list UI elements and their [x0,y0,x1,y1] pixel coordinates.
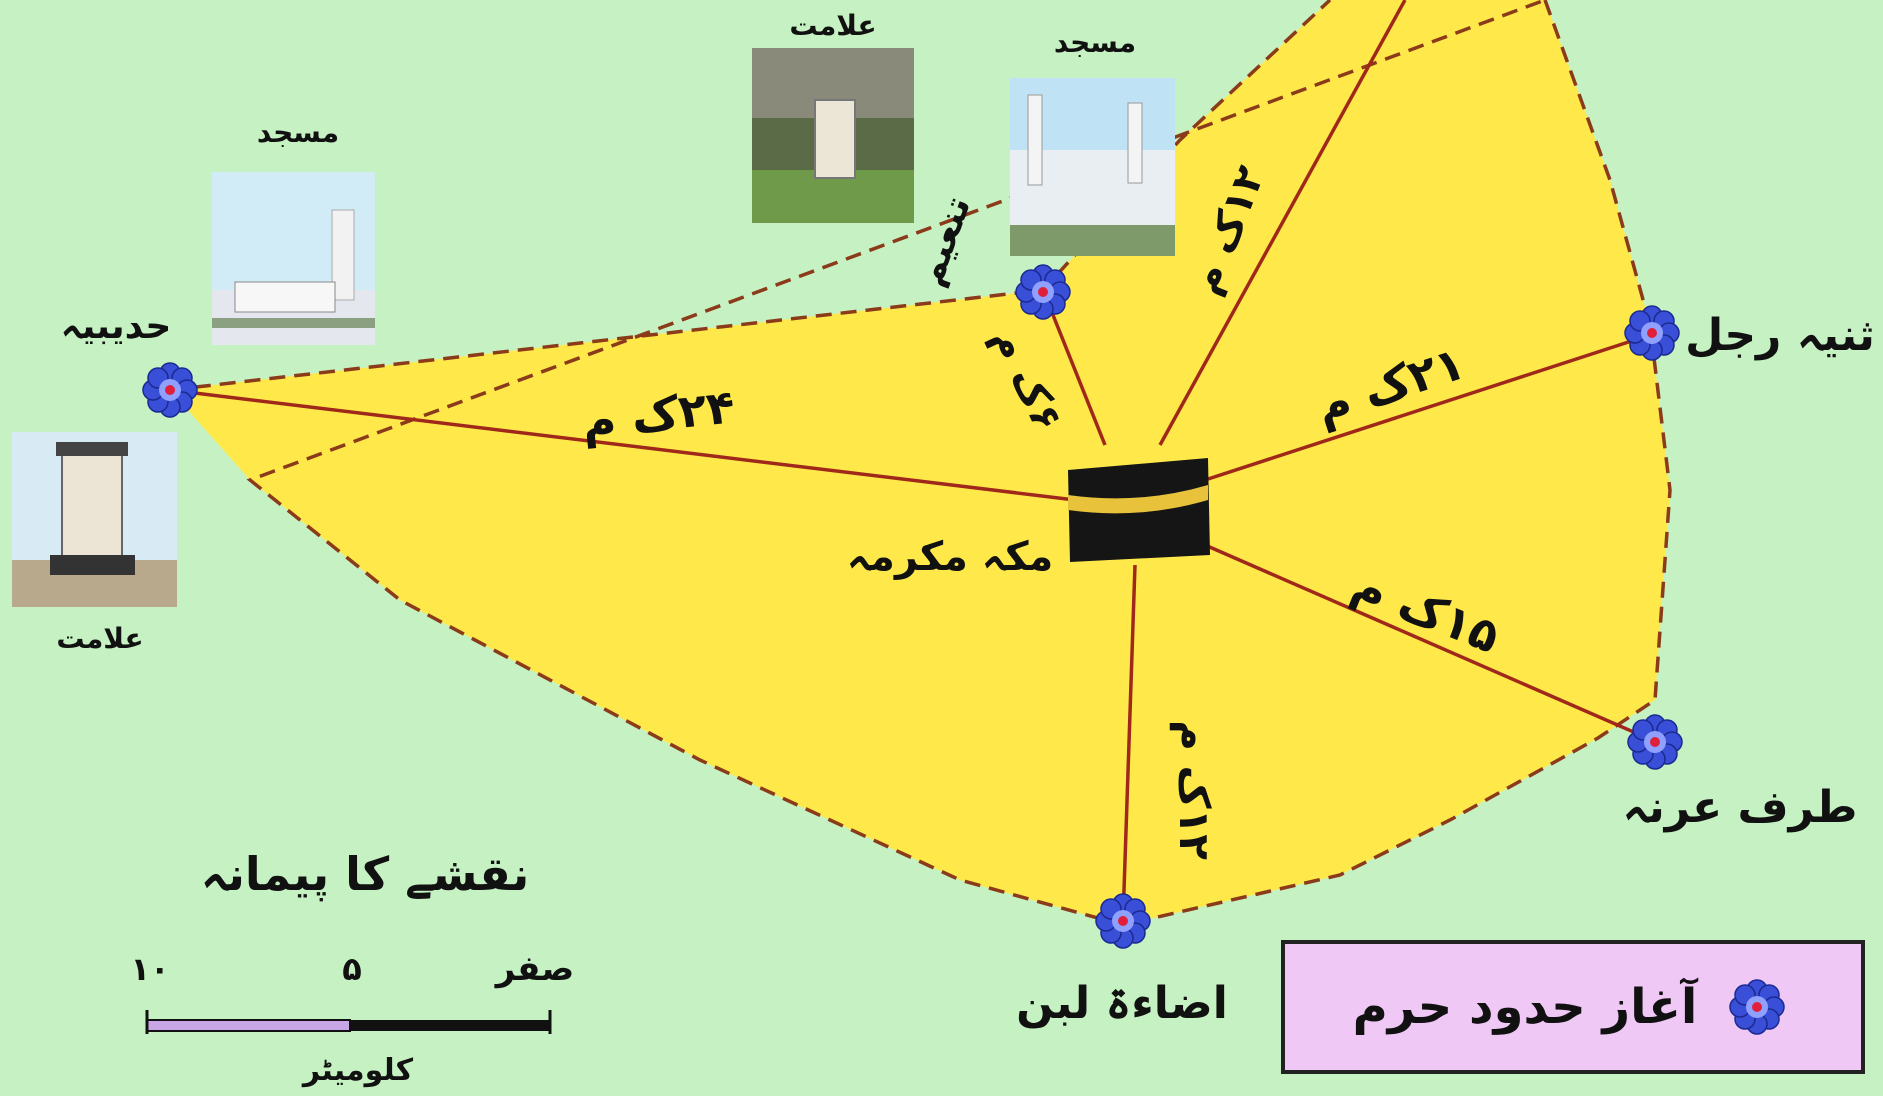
legend-box: آغاز حدود حرم [1281,940,1865,1074]
line-to-adaat-laban [1121,564,1137,921]
line-to-taraf-urana [1204,543,1653,742]
place-label-hudaybiyyah: حدیبیہ [61,306,172,347]
place-label-makkah: مکہ مکرمہ [847,534,1054,580]
photo-caption-hudaybiyyah-marker: علامت [56,622,143,655]
map-scale: نقشے کا پیمانہ صفر ۵ ۱۰ کلومیٹر [130,847,574,1088]
place-label-taneem: تنعیم [909,191,979,291]
scale-ten-label: ۱۰ [130,950,169,988]
taneem-marker-photo[interactable] [752,48,914,223]
scale-bar-segment-near [350,1020,550,1031]
distance-label-adaat-laban: ۱۲ک م [1169,720,1219,860]
taneem-mosque-photo[interactable] [1010,78,1175,256]
line-to-north [1158,0,1407,446]
place-label-adaat-laban: اضاءۃ لبن [1016,978,1228,1029]
haram-area [170,0,1670,925]
legend-label: آغاز حدود حرم [1352,979,1698,1035]
scale-unit-label: کلومیٹر [301,1053,414,1088]
flower-icon-taneem[interactable] [1015,264,1071,320]
flower-icon [1729,979,1786,1035]
photo-caption-taneem-mosque: مسجد [1054,26,1136,59]
line-to-hudaybiyyah [169,388,1076,502]
scale-five-label: ۵ [342,950,362,988]
scale-title: نقشے کا پیمانہ [201,847,530,902]
scale-zero-label: صفر [494,949,574,989]
flower-icon-taraf-urana[interactable] [1627,714,1683,770]
scale-bar-segment-far [146,1019,351,1032]
photo-caption-hudaybiyyah-mosque: مسجد [257,116,339,149]
flower-icon-thaniya-rajal[interactable] [1624,305,1680,361]
flower-icon-adaat-laban[interactable] [1095,893,1151,949]
hudaybiyyah-marker-photo[interactable] [12,432,177,607]
place-label-thaniya-rajal: ثنیہ رجل [1685,310,1875,361]
place-label-taraf-urana: طرف عرنہ [1623,782,1858,833]
photo-caption-taneem-marker: علامت [789,9,876,42]
line-to-thaniya-rajal [1204,333,1651,482]
kaaba-icon [1068,458,1210,562]
hudaybiyyah-mosque-photo[interactable] [212,172,375,345]
radial-lines [169,0,1653,921]
flower-icon-hudaybiyyah[interactable] [142,362,198,418]
line-to-taneem [1041,289,1107,446]
